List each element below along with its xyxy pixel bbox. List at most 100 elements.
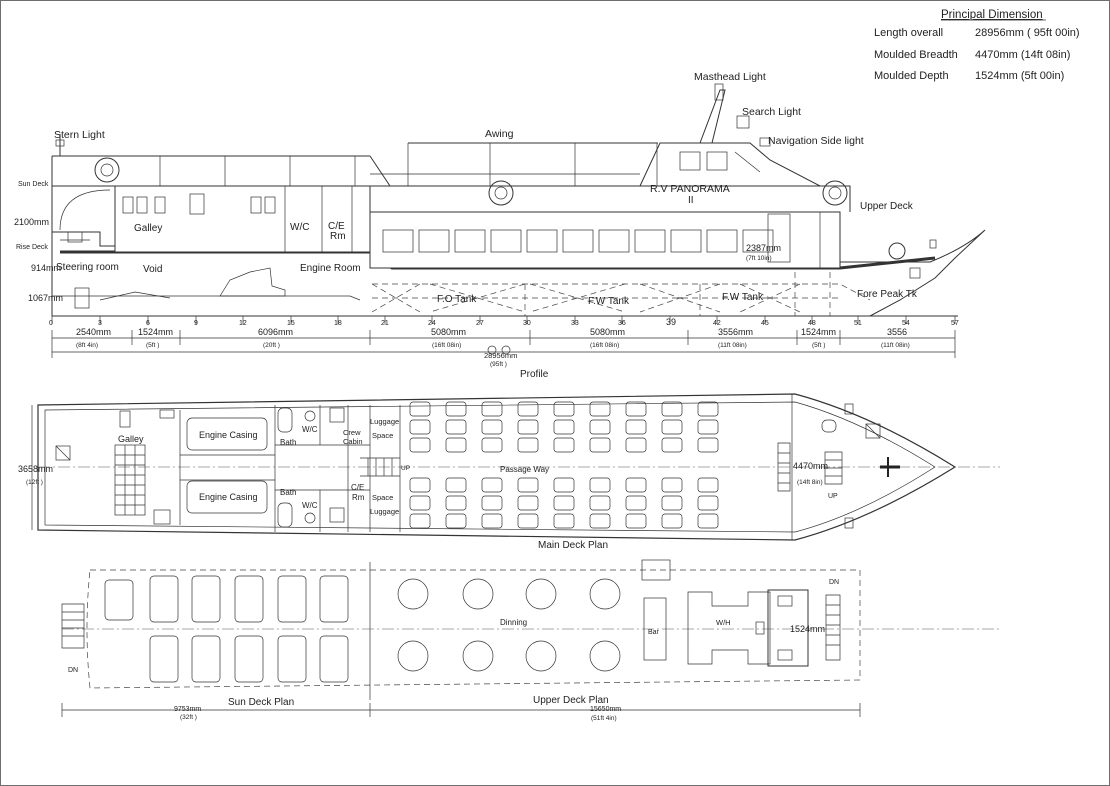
label-up-1: UP (401, 465, 410, 472)
label-fo-tank: F.O Tank (437, 294, 477, 305)
label-width-3658: 3658mm (18, 464, 53, 474)
frame-number: 54 (902, 320, 910, 327)
sun-loungers (104, 575, 349, 683)
frame-number: 39 (666, 317, 676, 327)
label-ce-profile: C/E (328, 221, 345, 232)
label-height-1067: 1067mm (28, 293, 63, 303)
label-bath-1: Bath (280, 438, 296, 447)
profile-view (51, 83, 986, 358)
frame-number: 48 (808, 320, 816, 327)
label-galley-profile: Galley (134, 223, 162, 234)
label-rm-plan: Rm (352, 493, 365, 502)
label-rm-profile: Rm (330, 231, 346, 242)
dim-mm: 2540mm (76, 327, 111, 337)
profile-title: Profile (520, 369, 549, 380)
main-deck-title: Main Deck Plan (538, 540, 608, 551)
frame-number: 42 (713, 320, 721, 327)
dim-ft: (20ft ) (263, 342, 280, 349)
label-ce-plan: C/E (351, 483, 364, 492)
dim-upper-deck-ft: (51ft 4in) (591, 715, 617, 722)
dim-ft: (8ft 4in) (76, 342, 98, 349)
label-fw-tank-2: F.W Tank (722, 292, 764, 303)
label-steering-room: Steering room (56, 262, 119, 273)
label-fw-tank-1: F.W Tank (588, 296, 630, 307)
frame-number: 57 (951, 320, 959, 327)
dim-mm: 3556mm (718, 327, 753, 337)
frame-number: 27 (476, 320, 484, 327)
label-dn-1: DN (829, 579, 839, 586)
dim-sun-deck-mm: 9753mm (174, 706, 201, 713)
frame-number: 33 (571, 320, 579, 327)
label-engine-casing-1: Engine Casing (199, 430, 258, 440)
seats-lower (409, 477, 719, 529)
label-stern-light: Stern Light (54, 129, 105, 141)
label-wc-profile: W/C (290, 222, 309, 233)
label-bar: Bar (648, 629, 660, 636)
frame-number: 15 (287, 320, 295, 327)
label-width-4470: 4470mm (793, 461, 828, 471)
label-width-3658-ft: (12ft ) (26, 479, 43, 486)
label-engine-casing-2: Engine Casing (199, 492, 258, 502)
upper-deck-labels: Dinning Bar W/H DN DN 1524mm Sun Deck Pl… (68, 579, 839, 722)
label-height-2387: 2387mm (746, 243, 781, 253)
frame-number: 3 (98, 320, 102, 327)
label-height-2387-ft: (7ft 10in) (746, 255, 772, 262)
profile-labels: Masthead Light Search Light Navigation S… (14, 71, 918, 380)
label-galley-plan: Galley (118, 434, 144, 444)
dim-mm: 1524mm (138, 327, 173, 337)
seats-upper (409, 401, 719, 453)
frame-number: 24 (428, 320, 436, 327)
frame-number: 12 (239, 320, 247, 327)
frame-numbers: 0 3 6 9 12 15 18 21 24 27 30 33 36 39 42… (49, 317, 959, 327)
label-bath-2: Bath (280, 488, 296, 497)
frame-number: 0 (49, 320, 53, 327)
upper-deck-title: Upper Deck Plan (533, 695, 609, 706)
principal-depth-value: 1524mm (5ft 00in) (975, 70, 1064, 82)
label-space-2: Space (372, 493, 393, 502)
frame-number: 21 (381, 320, 389, 327)
dim-overall-mm: 28956mm (484, 351, 517, 360)
vessel-name: R.V PANORAMA (650, 183, 730, 195)
cabin-windows (382, 229, 774, 253)
label-width-1524: 1524mm (790, 624, 825, 634)
dim-ft: (16ft 08in) (432, 342, 461, 349)
frame-number: 9 (194, 320, 198, 327)
upper-deck-plans (61, 559, 1000, 717)
dim-ft: (16ft 08in) (590, 342, 619, 349)
label-luggage-1: Luggage (370, 417, 399, 426)
frame-number: 18 (334, 320, 342, 327)
label-wc-2: W/C (302, 501, 318, 510)
frame-number: 51 (854, 320, 862, 327)
dining-tables (397, 578, 621, 672)
main-deck-plan (31, 393, 1000, 541)
dim-mm: 1524mm (801, 327, 836, 337)
label-fore-peak-tank: Fore Peak Tk (857, 289, 918, 300)
main-deck-labels: Galley Engine Casing Engine Casing Bath … (18, 417, 838, 551)
vessel-number: II (688, 195, 694, 206)
label-sun-deck: Sun Deck (18, 181, 49, 188)
principal-length-label: Length overall (874, 27, 943, 39)
dim-mm: 3556 (887, 327, 907, 337)
principal-depth-label: Moulded Depth (874, 70, 949, 82)
frame-number: 6 (146, 320, 150, 327)
label-height-914: 914mm (31, 263, 61, 273)
dim-ft: (11ft 08in) (881, 342, 910, 349)
label-passage-way: Passage Way (500, 465, 549, 474)
principal-heading: Principal Dimension (941, 9, 1043, 21)
dim-ft: (5ft ) (812, 342, 825, 349)
frame-number: 45 (761, 320, 769, 327)
dim-mm: 6096mm (258, 327, 293, 337)
label-rise-deck: Rise Deck (16, 244, 48, 251)
label-crew: Crew (343, 428, 361, 437)
label-awing: Awing (485, 128, 514, 140)
label-wh: W/H (716, 618, 731, 627)
label-engine-room: Engine Room (300, 263, 361, 274)
dim-ft: (11ft 08in) (718, 342, 747, 349)
sun-deck-title: Sun Deck Plan (228, 697, 294, 708)
label-void: Void (143, 264, 162, 275)
label-wc-1: W/C (302, 425, 318, 434)
label-luggage-2: Luggage (370, 507, 399, 516)
principal-breadth-label: Moulded Breadth (874, 49, 958, 61)
